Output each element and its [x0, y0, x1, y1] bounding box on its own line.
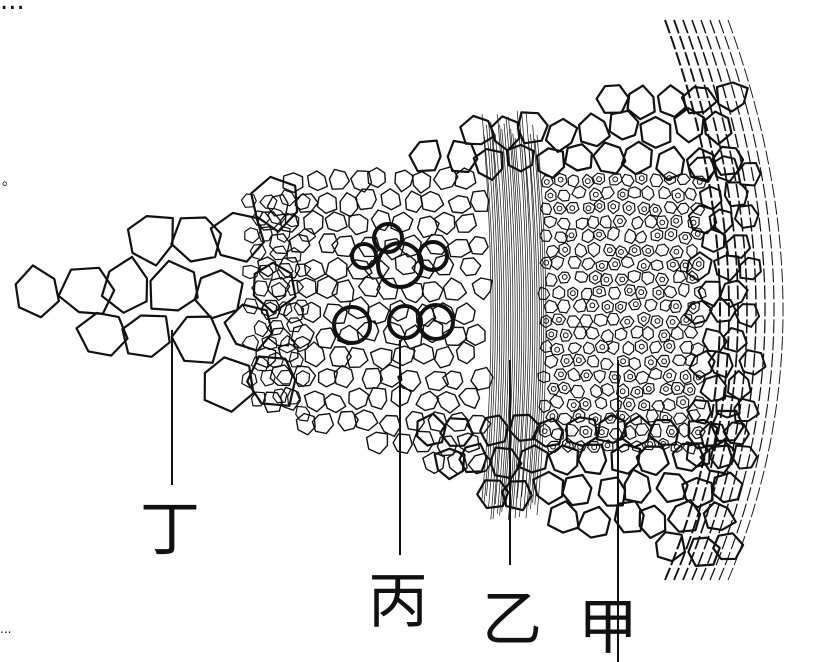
label-jia: 甲 [578, 593, 638, 662]
label-yi: 乙 [482, 585, 542, 655]
label-ding: 丁 [140, 495, 200, 565]
label-bing: 丙 [368, 567, 428, 637]
